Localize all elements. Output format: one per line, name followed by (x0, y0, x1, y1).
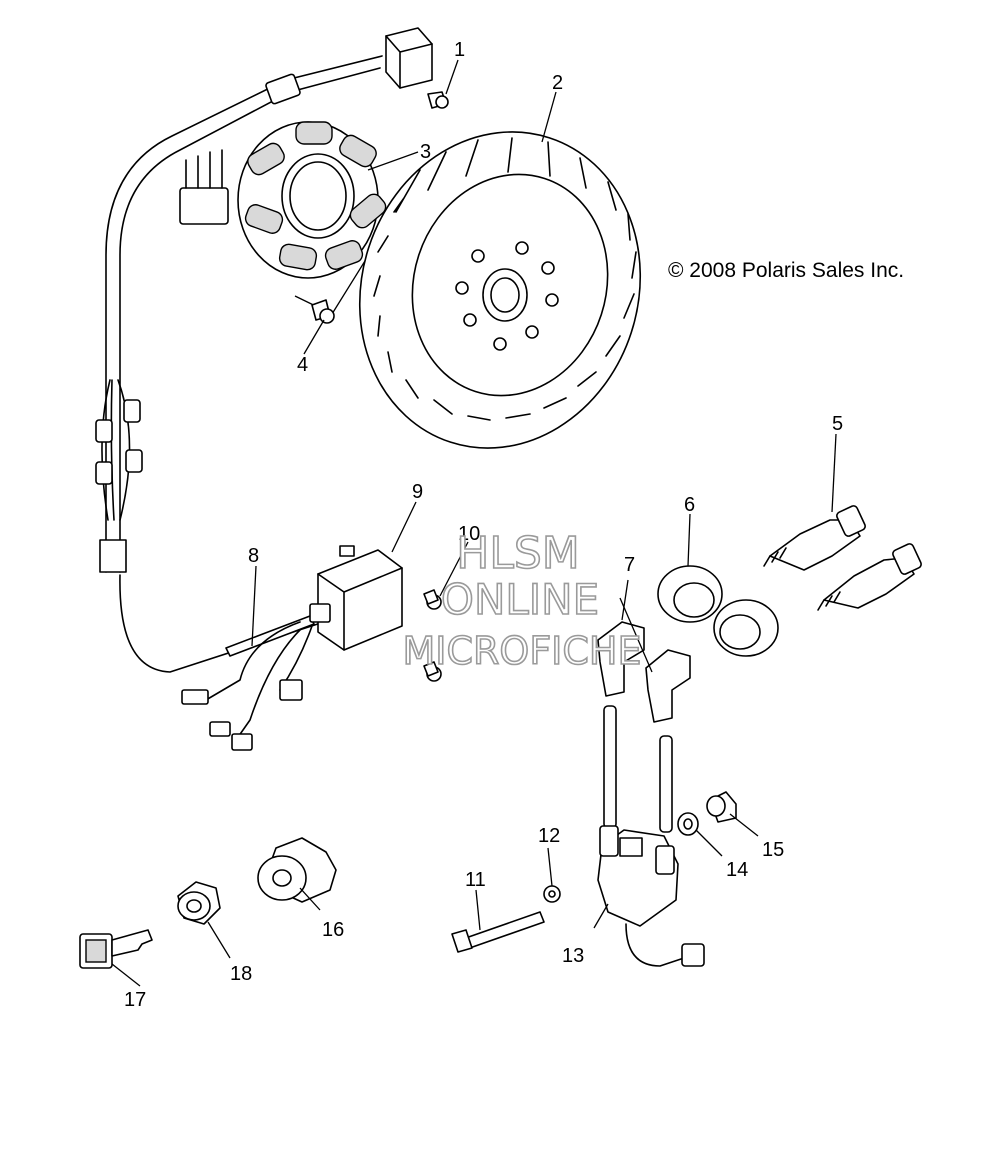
callout-10: 10 (458, 523, 480, 545)
part-8-sub-harness (181, 603, 331, 751)
callout-18: 18 (230, 963, 252, 985)
callout-11: 11 (465, 869, 486, 891)
callout-4: 4 (297, 354, 308, 376)
flywheel-bolt-holes (455, 241, 559, 351)
callout-17: 17 (124, 989, 146, 1011)
part-7-plug-boots (597, 597, 691, 723)
part-6-spark-plug-caps (657, 565, 779, 657)
watermark-line-3: MICROFICHE (402, 629, 641, 673)
part-2-flywheel (358, 131, 642, 449)
callout-6: 6 (684, 494, 695, 516)
wiring-harness (95, 55, 383, 673)
part-3-stator (237, 121, 387, 315)
callout-16: 16 (322, 919, 344, 941)
callout-leaders (111, 59, 837, 987)
part-5-spark-plugs (763, 505, 922, 611)
callout-13: 13 (562, 945, 584, 967)
callout-14: 14 (726, 859, 748, 881)
callout-2: 2 (552, 72, 563, 94)
copyright-notice: © 2008 Polaris Sales Inc. (668, 259, 904, 282)
part-4-screw (311, 299, 335, 324)
part-18-nut (177, 881, 221, 925)
part-14-washer (677, 812, 699, 836)
part-16-ignition-switch (257, 837, 337, 903)
callout-9: 9 (412, 481, 423, 503)
callout-5: 5 (832, 413, 843, 435)
callout-8: 8 (248, 545, 259, 567)
part-1-connector (385, 27, 449, 109)
part-10-screws (423, 589, 442, 682)
part-9-cdi-module (317, 545, 403, 651)
part-12-lockwasher (543, 885, 561, 903)
callout-3: 3 (420, 141, 431, 163)
part-15-bushing (706, 791, 737, 823)
callout-1: 1 (454, 39, 465, 61)
part-13-ignition-coil (597, 705, 705, 967)
callout-numbers: 1 2 3 4 5 6 7 8 9 10 11 12 13 14 15 16 1… (124, 39, 843, 1011)
callout-12: 12 (538, 825, 560, 847)
callout-15: 15 (762, 839, 784, 861)
callout-7: 7 (624, 554, 635, 576)
part-11-bolt (451, 911, 545, 953)
flywheel-fins (373, 137, 637, 421)
watermark-line-2: ONLINE (441, 575, 599, 624)
watermark: HLSM ONLINE MICROFICHE (402, 527, 643, 674)
part-17-key (79, 929, 153, 969)
watermark-line-1: HLSM (456, 528, 580, 579)
